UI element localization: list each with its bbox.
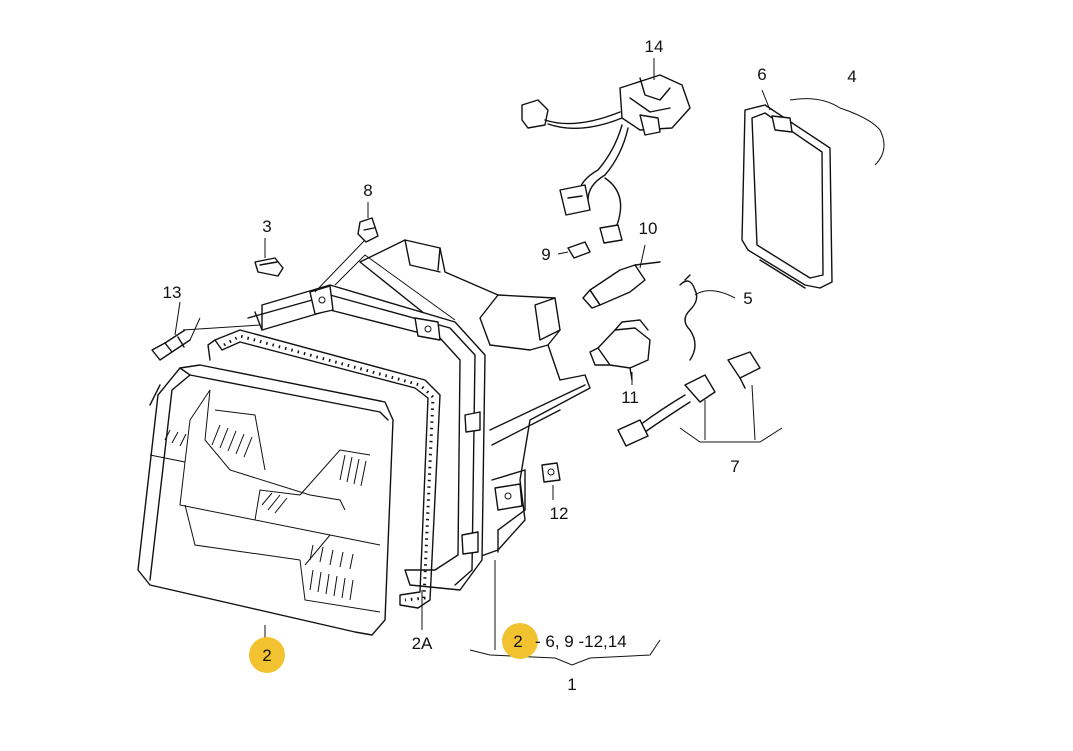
label-range: - 6, 9 -12,14 [535, 632, 627, 651]
wire-part-5 [679, 274, 736, 361]
wiring-harness [521, 74, 691, 244]
label-14[interactable]: 14 [645, 37, 664, 56]
label-9[interactable]: 9 [541, 245, 550, 264]
label-2A[interactable]: 2A [412, 634, 433, 653]
label-3[interactable]: 3 [262, 217, 271, 236]
bulb-part-9 [557, 241, 591, 259]
screw-part [151, 317, 261, 361]
label-4[interactable]: 4 [847, 67, 856, 86]
bulb-part-11 [589, 319, 651, 381]
headlight-housing [247, 239, 591, 591]
clip-part-3 [254, 257, 284, 277]
clip-part-12 [541, 462, 561, 483]
bulb-holder-10 [582, 244, 661, 309]
callout-range-number: 2 [513, 632, 522, 651]
label-5[interactable]: 5 [743, 289, 752, 308]
label-11[interactable]: 11 [621, 388, 639, 407]
label-13[interactable]: 13 [163, 283, 182, 302]
callout-lens-part-2[interactable]: 2 [249, 637, 285, 673]
label-10[interactable]: 10 [639, 219, 658, 238]
label-1[interactable]: 1 [567, 675, 576, 694]
callout-range-part-2[interactable]: 2 [502, 623, 538, 659]
label-6[interactable]: 6 [757, 65, 766, 84]
clip-part-8 [357, 217, 379, 243]
gasket-seal [207, 329, 441, 609]
mounting-frame-6 [741, 89, 885, 289]
label-8[interactable]: 8 [363, 181, 372, 200]
callout-lens-number: 2 [262, 646, 271, 665]
headlight-lens [137, 364, 394, 636]
label-7[interactable]: 7 [730, 457, 739, 476]
connector-parts-7 [617, 351, 783, 447]
part-labels: 14 6 4 8 3 10 9 5 13 11 7 12 2A - 6, 9 -… [163, 37, 857, 694]
label-12[interactable]: 12 [550, 504, 569, 523]
